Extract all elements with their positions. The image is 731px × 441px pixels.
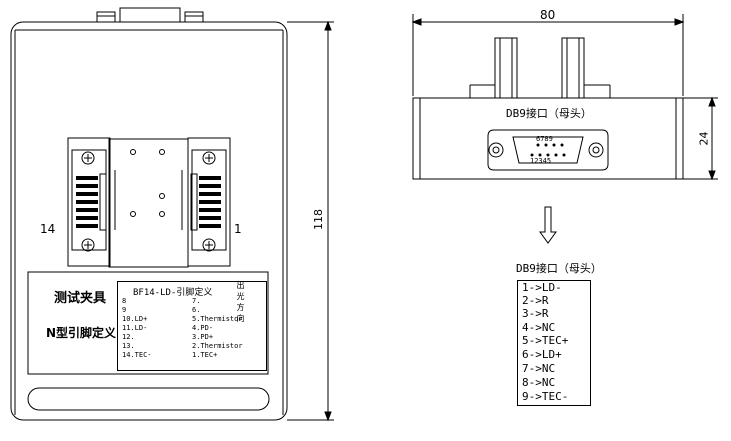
db9-top-pin-numbers: 6789	[536, 135, 553, 143]
legend-right-1: 6.	[192, 306, 201, 314]
legend-right-4: 3.PD+	[192, 333, 214, 341]
thickness-dimension-label: 24	[697, 131, 711, 146]
socket-left-label: 14	[40, 222, 56, 236]
connector-title: DB9接口（母头）	[506, 107, 592, 120]
direction-char: 向	[236, 314, 245, 323]
pinout-row: 8->NC	[522, 376, 556, 389]
legend-title: BF14-LD-引脚定义	[133, 288, 213, 298]
bottom-slot	[27, 387, 270, 411]
legend-right-2: 5.Thermistor	[192, 315, 243, 323]
legend-right-3: 4.PD-	[192, 324, 214, 332]
legend-left-1: 9	[122, 306, 127, 314]
pinout-row: 6->LD+	[522, 348, 562, 361]
legend-right-6: 1.TEC+	[192, 351, 218, 359]
direction-char: 光	[236, 292, 245, 301]
pinout-title: DB9接口（母头）	[516, 262, 602, 275]
width-dimension-label: 80	[540, 8, 556, 22]
height-dimension	[287, 20, 334, 422]
test-socket	[67, 137, 231, 268]
fixture-body	[10, 7, 288, 421]
legend-left-6: 14.TEC-	[122, 351, 152, 359]
width-dimension	[411, 14, 685, 96]
thickness-dimension	[683, 96, 718, 181]
legend-left-5: 13.	[122, 342, 135, 350]
direction-char: 出	[236, 281, 245, 290]
down-arrow	[539, 206, 557, 244]
legend-right-0: 7.	[192, 297, 201, 305]
socket-right-label: 1	[234, 222, 242, 236]
socket-contacts	[76, 176, 221, 228]
light-direction-label: 出 光 方 向	[236, 280, 245, 324]
pinout-row: 3->R	[522, 307, 549, 320]
db9-bottom-pin-numbers: 12345	[530, 157, 552, 165]
pinout-row: 1->LD-	[522, 281, 562, 294]
direction-char: 方	[236, 303, 245, 312]
pinout-row: 5->TEC+	[522, 334, 569, 347]
pinout-row: 7->NC	[522, 362, 556, 375]
pinout-table: 1->LD- 2->R 3->R 4->NC 5->TEC+ 6->LD+ 7-…	[517, 280, 591, 406]
legend-left-3: 11.LD-	[122, 324, 148, 332]
pinout-row: 9->TEC-	[522, 390, 569, 403]
fixture-subtitle: N型引脚定义	[46, 326, 117, 340]
fixture-title: 测试夹具	[54, 291, 107, 306]
legend-right-5: 2.Thermistor	[192, 342, 243, 350]
legend-left-0: 8	[122, 297, 127, 305]
height-dimension-label: 118	[312, 209, 325, 230]
label-plate	[27, 271, 269, 375]
legend-left-4: 12.	[122, 333, 135, 341]
pinout-row: 4->NC	[522, 321, 556, 334]
legend-left-2: 10.LD+	[122, 315, 148, 323]
pin-legend: BF14-LD-引脚定义 8 9 10.LD+ 11.LD- 12. 13. 1…	[117, 281, 267, 371]
db9-connector	[487, 129, 609, 171]
pinout-row: 2->R	[522, 294, 549, 307]
side-view-body	[412, 37, 684, 180]
